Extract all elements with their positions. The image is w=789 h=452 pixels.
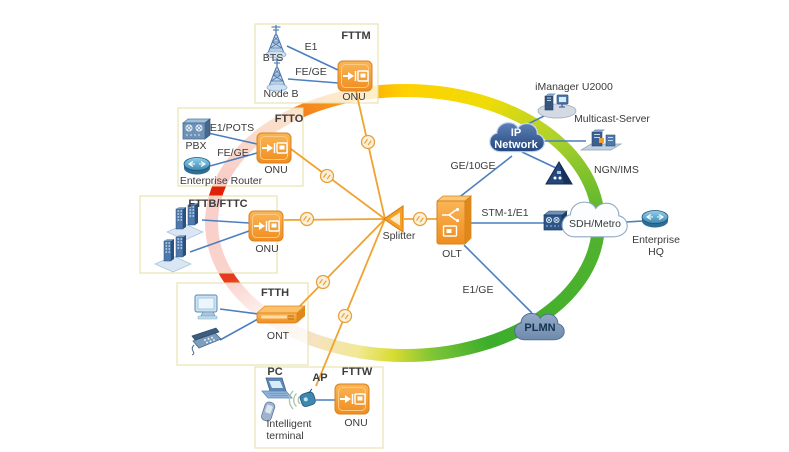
olt-icon: [435, 195, 473, 245]
intelligent-terminal-label-1: Intelligent: [267, 418, 312, 430]
multicast-server-label: Multicast-Server: [574, 113, 650, 125]
enterprise-router-label: Enterprise Router: [180, 175, 263, 187]
fttw-title: FTTW: [342, 366, 373, 378]
ont-icon: [256, 305, 306, 324]
fiber-link-ftth: [296, 218, 386, 310]
intelligent-terminal-label-2: terminal: [266, 430, 303, 442]
link-sdh-hq: [625, 220, 644, 223]
ngn-ims-label: NGN/IMS: [594, 164, 639, 176]
link-bts-onu: [286, 45, 339, 71]
ftto-title: FTTO: [275, 113, 304, 125]
ont-label: ONT: [267, 330, 290, 342]
fiber-link-fttw: [315, 218, 386, 387]
link-pc-ont: [219, 308, 259, 315]
e1pots-link-label: E1/POTS: [210, 122, 254, 134]
link-olt-plmn: [463, 244, 533, 314]
multicast-server-icon: [580, 129, 622, 151]
imanager-server-icon: [537, 93, 577, 119]
fiber-link-fttm: [355, 90, 386, 220]
fttw-onu-icon: [334, 383, 370, 415]
e1ge-link-label: E1/GE: [463, 284, 494, 296]
pbx-label: PBX: [185, 140, 206, 152]
fiber-splice-icon: [315, 274, 331, 290]
fttm-title: FTTM: [341, 30, 370, 42]
fiber-splice-icon: [360, 134, 376, 150]
pbx-icon: [182, 118, 211, 140]
e1-link-label: E1: [305, 41, 318, 53]
fiber-splice-icon: [319, 168, 335, 184]
splitter-icon: [382, 204, 404, 234]
fttb-title: FTTB/FTTC: [188, 198, 247, 210]
imanager-label: iManager U2000: [535, 81, 613, 93]
nodeb-label: Node B: [263, 88, 298, 100]
ip-cloud-label-2: Network: [494, 139, 538, 151]
stm1e1-link-label: STM-1/E1: [481, 207, 528, 219]
fiber-splice-icon: [412, 211, 428, 227]
fttm-onu-icon: [337, 60, 373, 92]
fttb-onu-icon: [248, 210, 284, 242]
link-building2-onu: [189, 230, 250, 253]
link-nodeb-onu: [287, 78, 339, 84]
fiber-link-fttb: [283, 218, 386, 221]
ap-label: AP: [312, 372, 327, 384]
ftto-onu-icon: [256, 132, 292, 164]
olt-label: OLT: [442, 248, 462, 260]
plmn-cloud: PLMN: [514, 312, 565, 341]
sdh-metro-cloud: SDH/Metro: [561, 201, 628, 238]
sdh-cloud-label: SDH/Metro: [569, 218, 621, 230]
ip-cloud-label-1: IP: [511, 127, 521, 139]
link-phone-ont: [219, 318, 259, 341]
plmn-cloud-label: PLMN: [524, 322, 555, 334]
bts-label: BTS: [263, 52, 283, 64]
ftto-onu-label: ONU: [264, 164, 287, 176]
link-building1-onu: [201, 219, 250, 224]
link-olt-ipnetwork: [456, 155, 513, 200]
splitter-label: Splitter: [383, 230, 416, 242]
pc-label: PC: [267, 366, 282, 378]
fege-link-label: FE/GE: [295, 66, 327, 78]
ip-network-cloud: IP Network: [489, 122, 545, 153]
enterprise-hq-label-2: HQ: [648, 246, 664, 258]
fiber-splice-icon: [299, 211, 315, 227]
enterprise-router-icon: [183, 156, 211, 176]
fiber-splice-icon: [337, 308, 353, 324]
fttb-onu-label: ONU: [255, 243, 278, 255]
fttm-onu-label: ONU: [342, 91, 365, 103]
enterprise-hq-router-icon: [641, 209, 669, 229]
link-ip-ngn: [521, 151, 557, 169]
link-pbx-onu: [207, 132, 258, 145]
enterprise-hq-label-1: Enterprise: [632, 234, 680, 246]
ftth-group-box: [176, 282, 309, 366]
ftth-title: FTTH: [261, 287, 289, 299]
ge10ge-link-label: GE/10GE: [451, 160, 496, 172]
fege-link-label: FE/GE: [217, 147, 249, 159]
link-router-onu: [209, 152, 258, 167]
fttw-onu-label: ONU: [344, 417, 367, 429]
fiber-link-ftto: [290, 148, 386, 220]
